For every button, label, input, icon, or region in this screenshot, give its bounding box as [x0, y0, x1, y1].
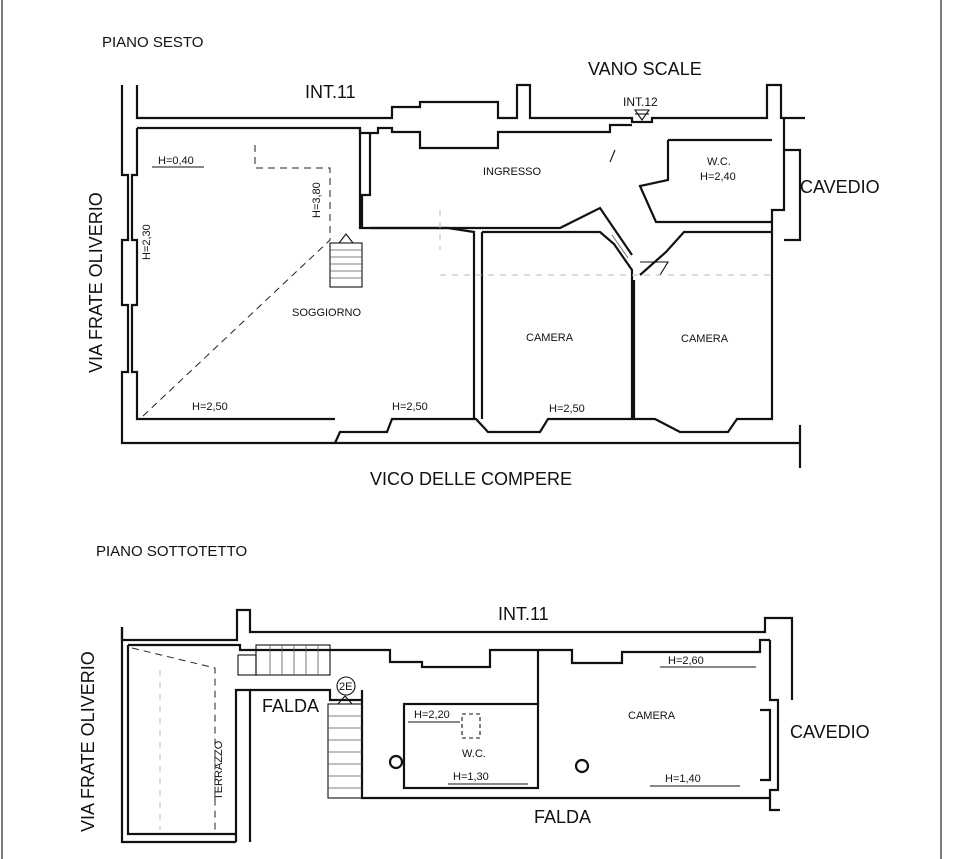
int11-label: INT.11	[305, 82, 356, 102]
wc-label: W.C.	[707, 156, 731, 168]
sottotetto-wc-room	[402, 702, 540, 790]
ingresso-label: INGRESSO	[483, 166, 542, 178]
sottotetto-falda-outer	[250, 688, 362, 702]
north-wall	[135, 83, 805, 124]
door-swing-camera1	[611, 234, 629, 259]
door-swing-camera2	[640, 261, 669, 276]
stair-marker-circle	[336, 676, 356, 696]
height-250-b: H=2,50	[392, 401, 428, 413]
sottotetto-height-260: H=2,60	[668, 655, 704, 667]
north-wall-inner	[137, 123, 632, 150]
wc-height: H=2,40	[700, 171, 736, 183]
sottotetto-height-140: H=1,40	[665, 773, 701, 785]
ingresso-partition	[360, 133, 372, 228]
sottotetto-wc-label: W.C.	[462, 748, 486, 760]
sottotetto-west-wall	[120, 627, 236, 844]
terrazzo-label: TERRAZZO	[213, 740, 225, 800]
mezzanine-dash	[142, 239, 331, 417]
falda-bottom-label: FALDA	[534, 807, 591, 827]
soggiorno-label: SOGGIORNO	[292, 307, 362, 319]
height-230: H=2,30	[141, 224, 153, 260]
sottotetto-north-wall	[120, 608, 794, 642]
column-circle-right	[574, 758, 590, 774]
ingresso-south	[370, 206, 633, 256]
int12-label: INT.12	[623, 95, 658, 109]
stair-sesto	[329, 233, 363, 288]
height-380: H=3,80	[311, 182, 323, 218]
terrazzo-dash	[131, 647, 216, 834]
stair-sottotetto-top	[237, 644, 331, 676]
west-wall-inner	[130, 128, 335, 421]
height-040: H=0,40	[158, 155, 194, 167]
sottotetto-north-inner	[128, 638, 770, 669]
sottotetto-camera-label: CAMERA	[628, 710, 676, 722]
height-250-a: H=2,50	[192, 401, 228, 413]
piano-sottotetto-plan: PIANO SOTTOTETTO INT.11 VIA FRATE OLIVER…	[78, 543, 870, 844]
column-circle-left	[388, 754, 404, 770]
sottotetto-wc-fixture	[461, 713, 481, 739]
vano-scale-label: VANO SCALE	[588, 59, 702, 79]
stair-sottotetto-bottom	[327, 695, 363, 799]
camera1-walls	[482, 230, 634, 419]
wc-walls	[638, 140, 772, 224]
piano-sottotetto-title: PIANO SOTTOTETTO	[96, 543, 247, 560]
sottotetto-east-wall	[768, 640, 780, 798]
sottotetto-south-wall	[234, 688, 252, 842]
soggiorno-partition	[358, 128, 476, 419]
piano-sesto-title: PIANO SESTO	[102, 34, 203, 51]
west-wall-outer	[120, 85, 335, 445]
sottotetto-falda-wall	[360, 690, 780, 812]
via-frate-oliverio-label: VIA FRATE OLIVERIO	[86, 192, 106, 373]
camera-1-label: CAMERA	[526, 332, 574, 344]
falda-top-label: FALDA	[262, 696, 319, 716]
int12-marker	[633, 109, 651, 121]
sottotetto-height-130: H=1,30	[453, 771, 489, 783]
door-swing-ingresso	[609, 149, 616, 163]
sottotetto-cavedio-notch	[760, 708, 772, 782]
stair-marker-label: 2E	[339, 681, 352, 693]
camera2-walls	[639, 230, 772, 276]
cavedio-wall	[784, 148, 802, 242]
mezzanine-dash-top	[254, 145, 331, 240]
via-frate-oliverio-label-sottotetto: VIA FRATE OLIVERIO	[78, 651, 98, 832]
sottotetto-height-220: H=2,20	[414, 709, 450, 721]
sottotetto-west-inner	[126, 645, 236, 836]
cavedio-label-sottotetto: CAVEDIO	[790, 722, 870, 742]
cavedio-label: CAVEDIO	[800, 177, 880, 197]
height-250-c: H=2,50	[549, 403, 585, 415]
piano-sesto-plan: PIANO SESTO INT.11 VANO SCALE INT.12 CAV…	[86, 34, 880, 489]
vico-delle-compere-label: VICO DELLE COMPERE	[370, 469, 572, 489]
int11-label-sottotetto: INT.11	[498, 604, 549, 624]
camera-2-label: CAMERA	[681, 333, 729, 345]
